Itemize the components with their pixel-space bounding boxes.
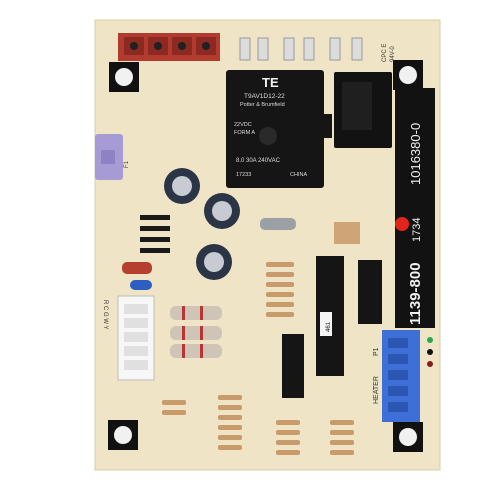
rcgwy-label: R C G W Y — [102, 300, 108, 330]
red-capacitor — [122, 262, 152, 274]
relay-origin: CHINA — [290, 172, 307, 178]
mounting-holes — [108, 60, 423, 452]
relay-part: T9AV1D12-22 — [244, 93, 285, 100]
blue-capacitor — [130, 280, 152, 290]
relay-coil: 22VDC — [234, 122, 252, 128]
main-relay: TE T9AV1D12-22 Potter & Brumfield 22VDC … — [226, 70, 332, 188]
spade-terminals — [239, 37, 363, 61]
capacitors — [164, 168, 240, 280]
fuse-label: F1 — [124, 160, 130, 168]
thermostat-connector: R C G W Y — [102, 295, 155, 381]
resistor-bank-bottom-left — [162, 395, 242, 450]
power-resistors — [170, 306, 222, 358]
heater-connector: HEATER P1 — [373, 330, 420, 422]
diodes — [140, 215, 170, 253]
heater-label: HEATER — [373, 376, 380, 404]
part-number: 1016380-0 — [408, 123, 423, 185]
model-number: 1139-800 — [407, 262, 424, 325]
integrated-circuits: 461 — [282, 256, 382, 398]
ic-mark: 461 — [326, 321, 332, 332]
fuse: F1 — [95, 134, 130, 180]
axial-component-mid — [260, 218, 296, 230]
p1-label: P1 — [373, 347, 380, 356]
resistor-bank-center — [266, 262, 294, 317]
relay-code: 17233 — [236, 172, 251, 178]
cpc-label: CPC E — [382, 44, 388, 62]
flammability-label: 94V-0 — [390, 46, 396, 62]
resistor-bank-bottom-right — [276, 420, 354, 455]
label-strip: 1016380-0 1734 1139-800 — [395, 88, 435, 328]
red-indicator — [427, 361, 433, 367]
black-indicator — [427, 349, 433, 355]
relay-maker: Potter & Brumfield — [240, 102, 285, 108]
secondary-relay — [334, 72, 392, 148]
resistor-bank-right — [334, 222, 360, 244]
relay-brand: TE — [262, 75, 279, 90]
red-power-connector — [118, 33, 220, 61]
green-indicator — [427, 337, 433, 343]
red-led — [395, 217, 409, 231]
relay-rating: 8.0 30A 240VAC — [236, 158, 281, 164]
date-code: 1734 — [411, 218, 423, 242]
relay-form: FORM A — [234, 130, 255, 136]
